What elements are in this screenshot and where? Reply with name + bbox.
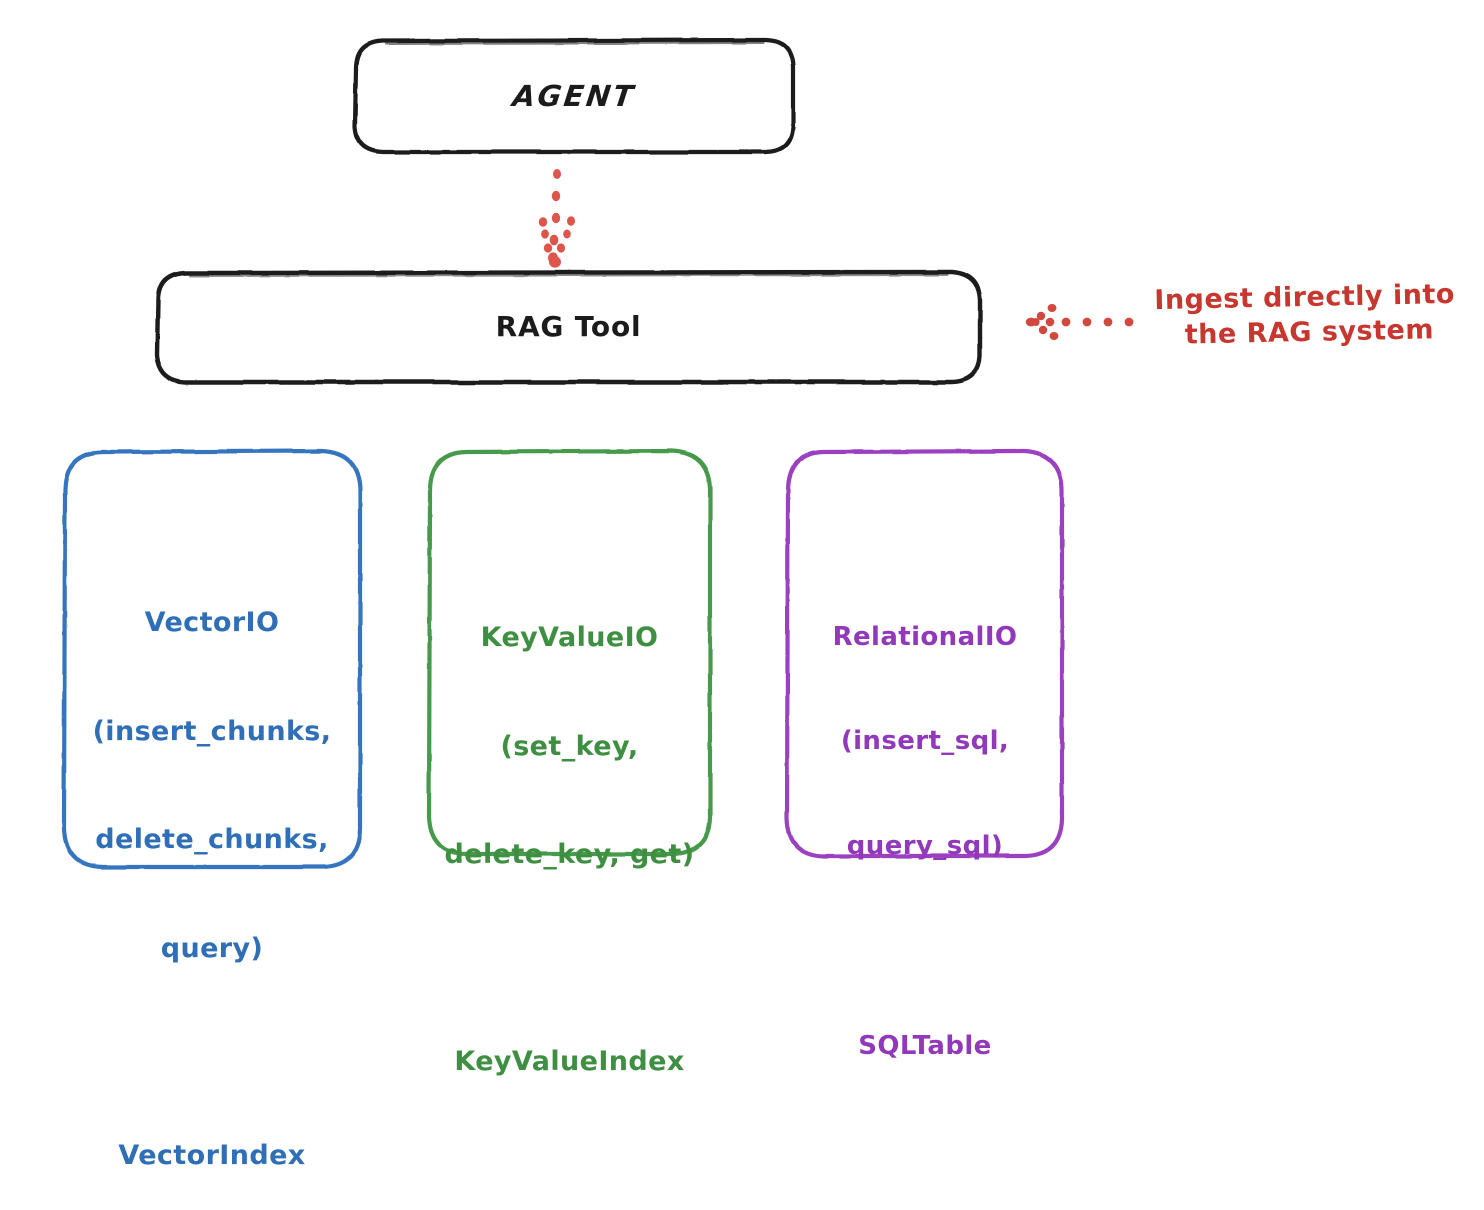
agent-to-rag-arrow bbox=[538, 169, 575, 268]
diagram-canvas bbox=[61, 37, 1134, 870]
vector-io-line-4: query) bbox=[160, 932, 264, 964]
key-value-io-footer: KeyValueIndex bbox=[454, 1046, 685, 1078]
vector-io-node-outline[interactable] bbox=[61, 448, 363, 870]
relational-io-node-outline[interactable] bbox=[784, 448, 1065, 859]
ingest-arrow bbox=[1025, 304, 1134, 340]
ingest-annotation-line-2: the RAG system bbox=[1184, 313, 1435, 351]
rag-tool-node-outline[interactable] bbox=[154, 269, 983, 385]
agent-node-outline[interactable] bbox=[352, 37, 796, 155]
vector-io-footer: VectorIndex bbox=[118, 1139, 306, 1171]
vector-io-spacer bbox=[63, 1039, 361, 1065]
relational-io-footer: SQLTable bbox=[858, 1030, 992, 1061]
key-value-io-node-outline[interactable] bbox=[426, 448, 713, 857]
relational-io-spacer bbox=[787, 933, 1063, 959]
ingest-annotation: Ingest directly into the RAG system bbox=[1139, 278, 1470, 354]
key-value-io-spacer bbox=[428, 946, 711, 972]
